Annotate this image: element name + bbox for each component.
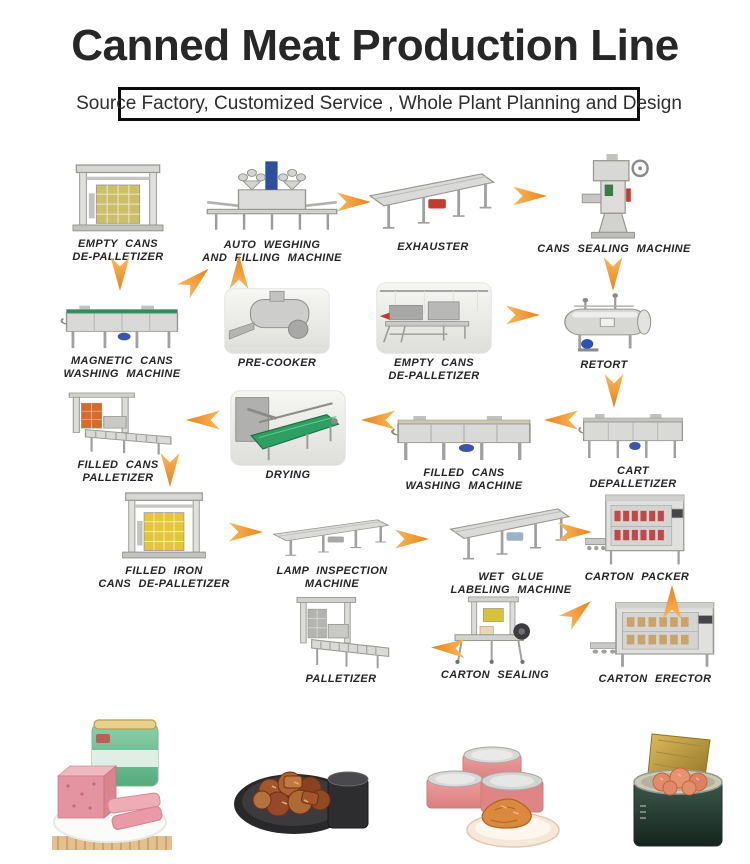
machine-carton-packer: CARTON PACKER: [585, 490, 689, 584]
arrow-cans-sealing-to-retort: [603, 257, 623, 291]
filled-cans-washing-illustration: [390, 414, 532, 462]
arrow-lamp-inspection-to-wet-glue: [395, 529, 429, 549]
machine-label: RETORT: [580, 359, 628, 371]
arrow-empty-cans-2-to-retort: [506, 305, 540, 325]
palletizer-illustration: [295, 596, 390, 670]
product-photo-pink-cans: [425, 742, 565, 855]
machine-label: CANS SEALING MACHINE: [537, 243, 691, 255]
filled-iron-cans-de-palletizer-illustration: [121, 492, 207, 559]
machine-label: PALLETIZER: [305, 673, 377, 685]
machine-carton-erector: CARTON ERECTOR: [590, 598, 720, 686]
machine-label: EXHAUSTER: [397, 241, 469, 253]
auto-weghing-and-filling-illustration: [205, 159, 339, 232]
machine-label: PRE-COOKER: [237, 357, 317, 369]
exhauster-illustration: [368, 172, 496, 230]
machine-carton-sealing: CARTON SEALING: [441, 592, 549, 682]
pre-cooker-photo: [224, 288, 330, 354]
subtitle-text: Source Factory, Customized Service , Who…: [76, 93, 682, 114]
lamp-inspection-illustration: [272, 518, 390, 557]
empty-cans-de-palletizer-2-photo: [376, 282, 492, 354]
machine-drying: DRYING: [230, 390, 346, 482]
arrow-drying-to-filled-palletizer: [186, 410, 220, 430]
drying-photo: [230, 390, 346, 466]
retort-illustration: [563, 291, 653, 353]
product-photo-opened-can: [618, 732, 738, 855]
cans-sealing-illustration: [581, 154, 649, 240]
machine-cans-sealing: CANS SEALING MACHINE: [537, 154, 690, 256]
cart-depalletizer-illustration: [577, 412, 684, 460]
product-photo-luncheon-meat: [52, 718, 172, 863]
machine-label: CARTON ERECTOR: [598, 673, 712, 685]
carton-sealing-illustration: [454, 595, 531, 665]
magnetic-cans-washing-illustration: [60, 304, 179, 350]
page-title: Canned Meat Production Line: [71, 21, 679, 70]
machine-label: DRYING: [265, 469, 311, 481]
arrow-exhauster-to-cans-sealing: [513, 186, 547, 206]
carton-packer-illustration: [585, 494, 685, 566]
empty-cans-de-palletizer-illustration: [72, 164, 164, 232]
subtitle-banner: Source Factory, Customized Service , Who…: [76, 87, 682, 121]
machine-palletizer: PALLETIZER: [286, 594, 396, 686]
filled-cans-palletizer-illustration: [68, 391, 172, 456]
machine-retort: RETORT: [548, 288, 660, 372]
machine-pre-cooker: PRE-COOKER: [224, 288, 330, 370]
machine-exhauster: EXHAUSTER: [363, 162, 503, 254]
machine-label: CARTON PACKER: [584, 571, 690, 583]
product-photo-braised-meat: [232, 748, 372, 845]
arrow-filled-iron-cans-to-lamp-inspection: [229, 522, 263, 542]
carton-erector-illustration: [590, 601, 715, 669]
wet-glue-labeling-illustration: [449, 507, 571, 561]
arrow-cart-depalletizer-to-filled-washing: [544, 410, 578, 430]
machine-label: CARTON SEALING: [440, 669, 550, 681]
